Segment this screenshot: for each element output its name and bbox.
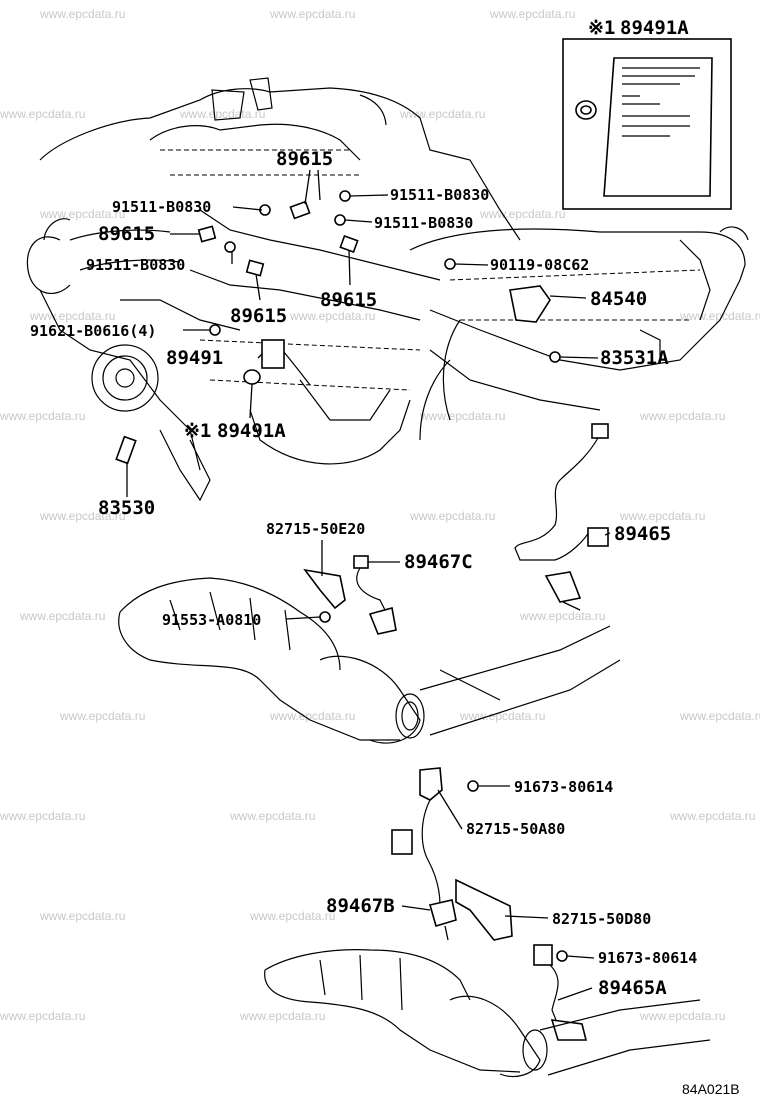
leader-lines [126,169,611,1001]
middle-section [118,423,621,744]
watermark: www.epcdata.ru [419,409,505,423]
sensor-89467C [368,606,397,635]
watermark: www.epcdata.ru [269,7,355,21]
watermark: www.epcdata.ru [459,709,545,723]
label-91511-B0830-3: 91511-B0830 [374,214,473,232]
bracket-82715-50D80 [455,878,513,941]
label-89467B: 89467B [326,895,395,917]
label-91621-B0616: 91621-B0616(4) [30,322,156,340]
watermark: www.epcdata.ru [479,207,565,221]
watermark: www.epcdata.ru [39,7,125,21]
label-91673-80614-1: 91673-80614 [514,778,613,796]
watermark: www.epcdata.ru [249,909,335,923]
seal-89491A [243,369,261,385]
label-89467C: 89467C [404,551,473,573]
label-89491: 89491 [166,347,223,369]
engine-parts [115,190,561,465]
watermark: www.epcdata.ru [669,809,755,823]
bolt-91621 [209,324,221,336]
label-89615-left: 89615 [98,223,155,245]
label-91673-80614-2: 91673-80614 [598,949,697,967]
watermark: www.epcdata.ru [0,107,85,121]
sensor-89615-left [197,225,217,243]
engine-illustration [26,77,749,502]
clamp-89465 [587,527,609,547]
label-83530: 83530 [98,497,155,519]
label-82715-50A80: 82715-50A80 [466,820,565,838]
bolt-91511-3 [334,214,346,226]
seal-ring-inner [580,105,592,115]
sensor-89491 [261,339,285,369]
watermark: www.epcdata.ru [269,709,355,723]
watermark: www.epcdata.ru [39,509,125,523]
watermark: www.epcdata.ru [39,909,125,923]
label-89615-low: 89615 [230,305,287,327]
label-91511-B0830-4: 91511-B0830 [86,256,185,274]
sensor-89467B [428,899,457,927]
watermark: www.epcdata.ru [489,7,575,21]
watermark: www.epcdata.ru [229,809,315,823]
bolt-83531A [549,351,561,363]
sensor-84540 [509,285,551,323]
part-labels: ※1 89491A 91511-B0830 89615 91511-B0830 … [30,17,740,1097]
watermark: www.epcdata.ru [679,709,760,723]
watermark: www.epcdata.ru [639,1009,725,1023]
watermark: www.epcdata.ru [239,1009,325,1023]
bolt-91673-2 [556,950,568,962]
watermark: www.epcdata.ru [289,309,375,323]
sensor-89465 [544,571,582,603]
label-84540: 84540 [590,288,647,310]
watermark: www.epcdata.ru [0,1009,85,1023]
label-89465: 89465 [614,523,671,545]
label-91511-B0830-1: 91511-B0830 [112,198,211,216]
watermark: www.epcdata.ru [519,609,605,623]
bolt-91673-1 [467,780,479,792]
inset-frame [562,38,732,210]
watermark: www.epcdata.ru [179,107,265,121]
bolt-91511-2 [339,190,351,202]
bracket-82715-50E20 [303,568,346,610]
watermark: www.epcdata.ru [639,409,725,423]
connector-89467C [353,555,369,569]
connector-89467B [391,829,413,855]
bracket-82715-50A80 [419,767,443,801]
watermark: www.epcdata.ru [679,309,760,323]
label-90119-08C62: 90119-08C62 [490,256,589,274]
sensor-89615-mid [339,234,359,254]
switch-83530 [115,435,137,465]
watermark: www.epcdata.ru [409,509,495,523]
label-89615-top: 89615 [276,148,333,170]
label-91511-B0830-2: 91511-B0830 [390,186,489,204]
label-82715-50E20: 82715-50E20 [266,520,365,538]
inset-89491A [562,38,732,210]
note-marker: ※1 [588,17,615,39]
label-82715-50D80: 82715-50D80 [552,910,651,928]
label-89615-mid: 89615 [320,289,377,311]
connector-89465A [533,944,553,966]
watermark: www.epcdata.ru [39,207,125,221]
watermark: www.epcdata.ru [619,509,705,523]
label-91553-A0810: 91553-A0810 [162,611,261,629]
watermark: www.epcdata.ru [0,409,85,423]
connector-89465 [591,423,609,439]
sensor-89615-low [245,259,265,277]
note-marker: ※1 [184,420,211,442]
bolt-90119 [444,258,456,270]
diagram-code: 84A021B [682,1081,740,1097]
label-89491A: 89491A [217,420,286,442]
bolt-91553 [319,611,331,623]
watermark: www.epcdata.ru [19,609,105,623]
bottom-section [264,767,711,1078]
instruction-sheet [603,57,713,197]
watermark: www.epcdata.ru [29,309,115,323]
label-89465A: 89465A [598,977,667,999]
sensor-89615-top [289,200,311,220]
watermark: www.epcdata.ru [0,809,85,823]
watermark: www.epcdata.ru [59,709,145,723]
label-83531A: 83531A [600,347,669,369]
label-89491A-inset: 89491A [620,17,689,39]
bolt-91511-4 [224,241,236,253]
watermark: www.epcdata.ru [399,107,485,121]
